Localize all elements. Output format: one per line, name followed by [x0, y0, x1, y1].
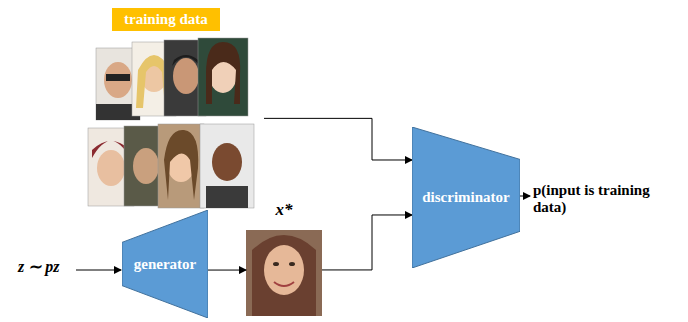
- generated-face: [246, 230, 322, 316]
- connector-arrow: [322, 215, 412, 270]
- block-label: discriminator: [422, 189, 510, 206]
- node-heading: x*: [246, 200, 322, 220]
- discriminator-block: discriminator: [412, 127, 520, 268]
- output-label: p(input is training data): [533, 182, 683, 217]
- generator-block: generator: [122, 210, 208, 318]
- output-arrow: [520, 196, 530, 197]
- training-photos: [96, 38, 248, 120]
- training-photos: [88, 124, 254, 208]
- node-heading: training data: [112, 8, 220, 31]
- photo-stack: training data: [80, 6, 264, 218]
- image-node: x*: [246, 200, 322, 316]
- connector-arrow: [264, 118, 412, 160]
- input-label: z ∼ pz: [18, 258, 76, 276]
- block-label: generator: [134, 256, 196, 273]
- connector-arrow: [208, 270, 246, 271]
- input-arrow: [76, 270, 121, 271]
